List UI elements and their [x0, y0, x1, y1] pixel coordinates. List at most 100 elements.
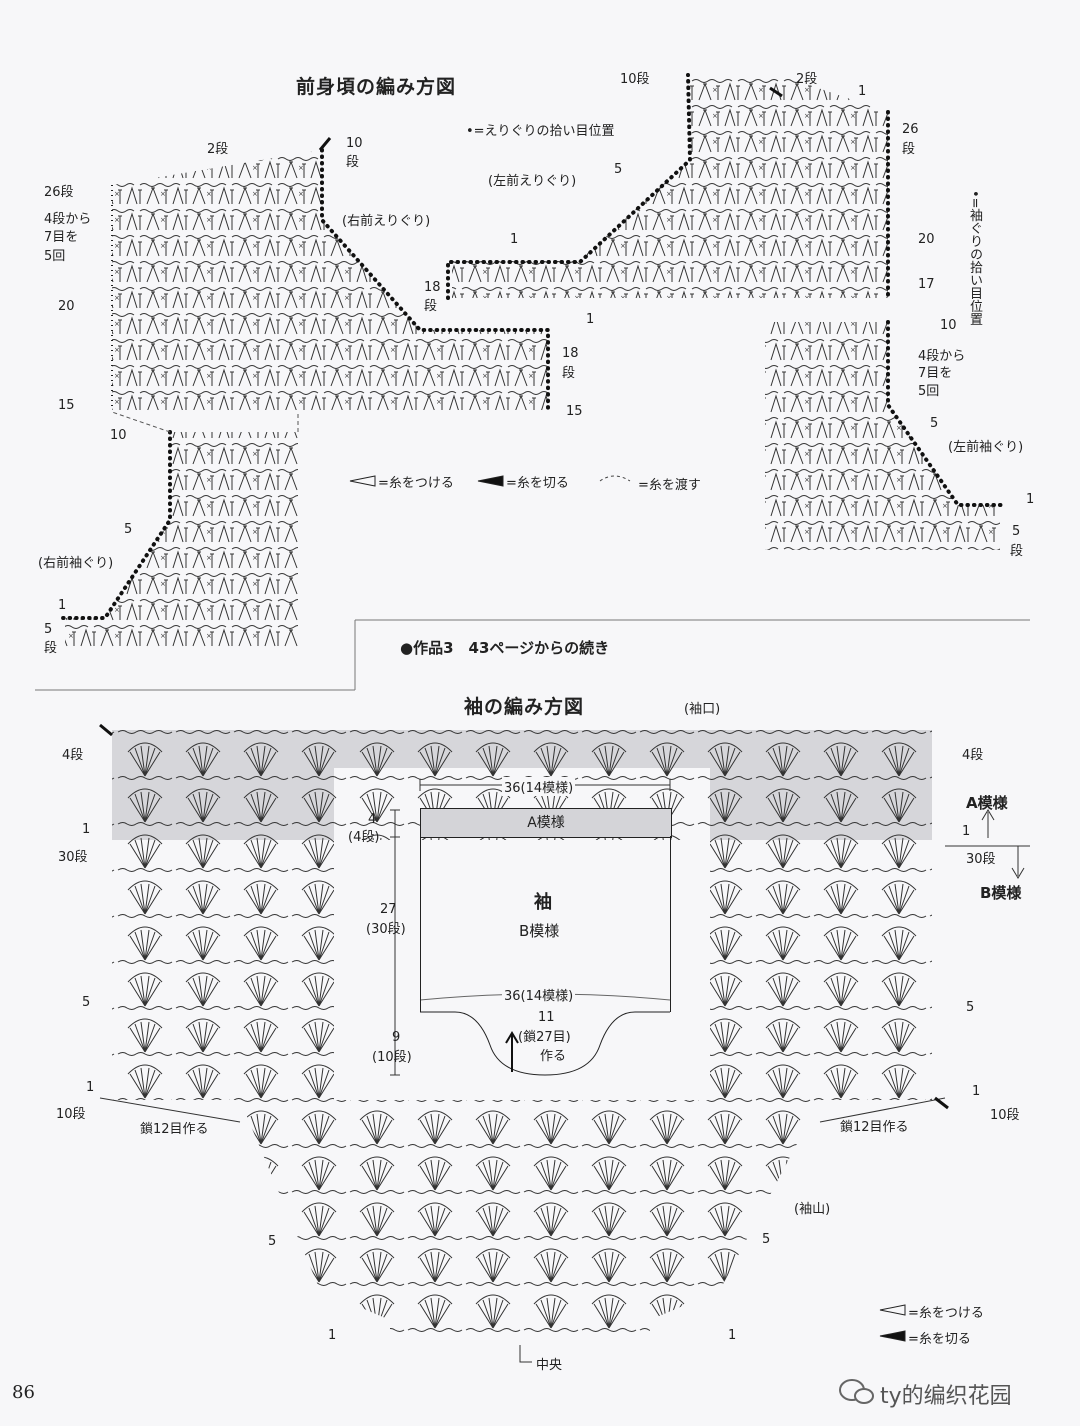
dim-label: (10段) [372, 1050, 412, 1065]
sleeve-title: 袖の編み方図 [464, 696, 585, 718]
row-label: 17 [918, 277, 935, 292]
center-label: 中央 [536, 1358, 563, 1373]
row-label: 26 [902, 122, 919, 137]
row-label: 7目を [918, 366, 953, 381]
row-label: 1 [510, 232, 519, 247]
chain-note: 鎖12目作る [140, 1122, 209, 1137]
legend-cut-yarn-sleeve: =糸を切る [908, 1332, 971, 1347]
row-label: 1 [586, 312, 595, 327]
wechat-icon [839, 1379, 874, 1404]
row-label: 1 [1026, 492, 1035, 507]
sleeve-schematic-a: A模様 [420, 808, 672, 838]
sleeve-b-right [710, 840, 932, 1100]
row-label: 7目を [44, 230, 79, 245]
cap-label: 11 [538, 1010, 555, 1025]
row-label: 10段 [56, 1107, 86, 1122]
sleeve-schematic-label: 袖 [534, 892, 552, 913]
row-label: 1 [58, 598, 67, 613]
row-label: 段 [346, 155, 360, 170]
page-number: 86 [12, 1382, 35, 1403]
row-label: 10 [940, 318, 957, 333]
dim-label: (4段) [348, 830, 380, 845]
row-label: 2段 [796, 72, 818, 87]
row-label: 5 [82, 995, 91, 1010]
row-label: 20 [918, 232, 935, 247]
sleeve-schematic-a-label: A模様 [527, 815, 565, 831]
row-label: 5 [966, 1000, 975, 1015]
legend-join-yarn: =糸をつける [378, 476, 454, 491]
front-left-panel-outline [452, 75, 888, 298]
row-label: 15 [566, 404, 583, 419]
dim-label: 9 [392, 1030, 401, 1045]
row-label: 段 [902, 142, 916, 157]
row-label: 4段から [918, 349, 966, 364]
row-label: 段 [44, 641, 58, 656]
row-label: 5 [44, 622, 53, 637]
row-label: 4段 [62, 748, 84, 763]
row-label: 5 [268, 1234, 277, 1249]
label-cuff: (袖口) [684, 702, 721, 717]
row-label: 26段 [44, 185, 74, 200]
watermark: ty的编织花园 [880, 1384, 1012, 1409]
sleeve-width-top: 36(14模様) [502, 777, 576, 796]
legend-a-pattern: A模様 [966, 794, 1008, 812]
row-label: 1 [86, 1080, 95, 1095]
row-label: 5 [1012, 524, 1021, 539]
sleeve-schematic-pattern: B模様 [519, 922, 560, 940]
sleeve-cap-chart [240, 1100, 820, 1340]
front-left-armhole-panel [765, 322, 1000, 550]
label-sleeve-cap: (袖山) [794, 1202, 831, 1217]
row-label: 10段 [620, 72, 650, 87]
label-left-neck: (左前えりぐり) [488, 174, 577, 189]
row-label: 18 [562, 346, 579, 361]
left-neck-dotted-edge [446, 73, 693, 300]
sleeve-b-left [112, 840, 334, 1100]
row-label: 30段 [966, 852, 996, 867]
row-label: 1 [962, 824, 971, 839]
row-label: 5回 [918, 384, 940, 399]
row-label: 18 [424, 280, 441, 295]
row-label: 1 [972, 1084, 981, 1099]
row-label: 段 [424, 299, 438, 314]
row-label: 20 [58, 299, 75, 314]
section-divider [35, 619, 1030, 691]
legend-cut-yarn: =糸を切る [506, 476, 569, 491]
cap-label: (鎖27目) [518, 1030, 571, 1045]
row-label: 10 [110, 428, 127, 443]
dim-label: (30段) [366, 922, 406, 937]
legend-pass-yarn: =糸を渡す [638, 478, 701, 493]
continuation-note: ●作品3 43ページからの続き [400, 639, 610, 657]
row-label: 段 [562, 366, 576, 381]
row-label: 15 [58, 398, 75, 413]
row-label: 1 [728, 1328, 737, 1343]
dim-label: 27 [380, 902, 397, 917]
row-label: 5 [124, 522, 133, 537]
row-label: 1 [328, 1328, 337, 1343]
row-label: 5 [930, 416, 939, 431]
row-label: 1 [82, 822, 91, 837]
legend-b-pattern: B模様 [980, 884, 1022, 902]
row-label: 4段 [962, 748, 984, 763]
row-label: 段 [1010, 544, 1024, 559]
row-label: 10 [346, 136, 363, 151]
right-neck-dotted-edge [320, 148, 550, 412]
row-label: 10段 [990, 1108, 1020, 1123]
legend-armhole-pickup: •=袖ぐりの拾い目位置 [967, 190, 982, 326]
row-label: 5 [614, 162, 623, 177]
front-right-armhole-panel [65, 432, 298, 650]
chain-note: 鎖12目作る [840, 1120, 909, 1135]
legend-join-yarn-sleeve: =糸をつける [908, 1306, 984, 1321]
dim-label: 4 [368, 812, 377, 827]
row-label: 1 [858, 84, 867, 99]
front-right-panel-outline [112, 150, 548, 410]
row-label: 4段から [44, 212, 92, 227]
row-label: 5回 [44, 249, 66, 264]
row-label: 2段 [207, 142, 229, 157]
cap-label: 作る [540, 1049, 567, 1064]
legend-neck-pickup: •=えりぐりの拾い目位置 [466, 124, 615, 139]
front-body-title: 前身頃の編み方図 [296, 76, 457, 98]
row-label: 30段 [58, 850, 88, 865]
label-right-neck: (右前えりぐり) [342, 214, 431, 229]
label-left-armhole: (左前袖ぐり) [948, 440, 1024, 455]
label-right-armhole: (右前袖ぐり) [38, 556, 114, 571]
